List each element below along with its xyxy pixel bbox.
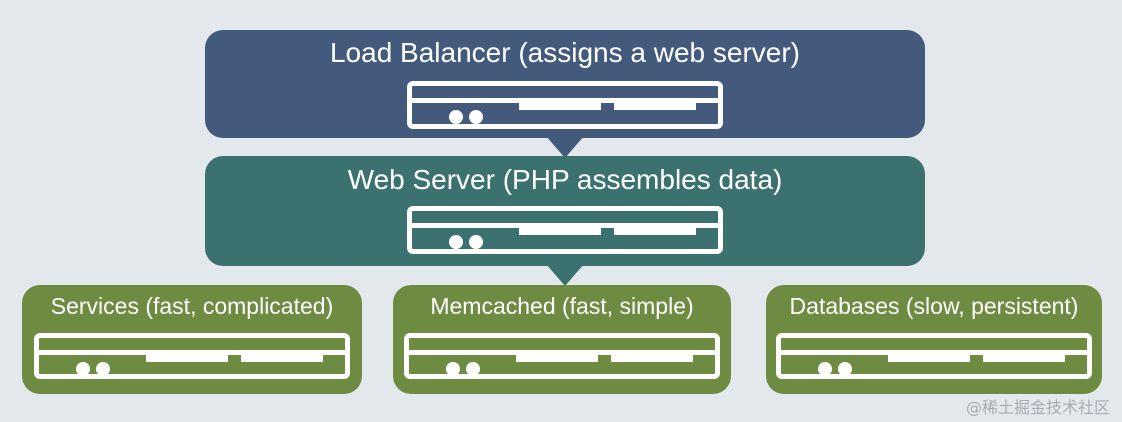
- watermark-text: @稀土掘金技术社区: [965, 398, 1110, 417]
- web-server-label: Web Server (PHP assembles data): [347, 164, 783, 195]
- services-node: Services (fast, complicated): [22, 285, 362, 394]
- memcached-label: Memcached (fast, simple): [430, 293, 694, 319]
- server-icon: [34, 333, 350, 379]
- server-icon: [407, 81, 723, 129]
- server-icon: [404, 333, 720, 379]
- load-balancer-label: Load Balancer (assigns a web server): [329, 37, 800, 68]
- databases-node: Databases (slow, persistent): [766, 285, 1102, 394]
- server-icon: [407, 206, 723, 254]
- load-balancer-node: Load Balancer (assigns a web server): [205, 30, 925, 138]
- pointer-arrow: [546, 264, 584, 286]
- pointer-arrow: [546, 136, 584, 158]
- memcached-node: Memcached (fast, simple): [393, 285, 731, 394]
- server-icon: [776, 333, 1092, 379]
- web-server-node: Web Server (PHP assembles data): [205, 156, 925, 266]
- databases-label: Databases (slow, persistent): [789, 293, 1079, 319]
- services-label: Services (fast, complicated): [50, 293, 334, 319]
